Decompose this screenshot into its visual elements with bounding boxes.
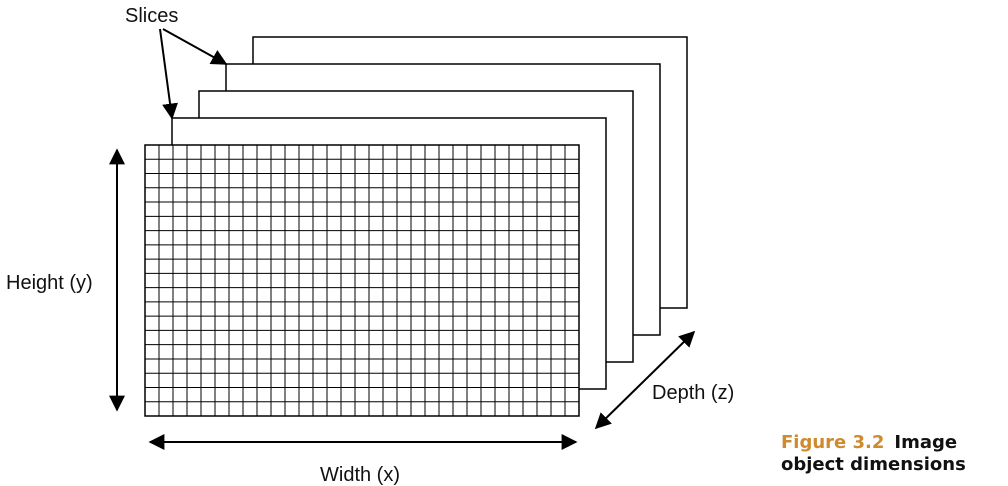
figure-caption: Figure 3.2 Image object dimensions [781, 432, 966, 476]
caption-text-line2: object dimensions [781, 454, 966, 475]
slices-pointer-arrow-lower [159, 28, 179, 120]
figure-number: Figure 3.2 [781, 432, 885, 453]
grid-lines [145, 145, 579, 416]
depth-label: Depth (z) [652, 382, 734, 404]
slices-pointer-arrow-upper [162, 28, 228, 65]
caption-text-line1: Image [894, 432, 958, 453]
slices-label: Slices [125, 5, 178, 27]
height-label: Height (y) [6, 272, 93, 294]
width-label: Width (x) [320, 464, 400, 486]
front-slice-grid [144, 144, 580, 417]
front-slice [144, 144, 580, 417]
depth-arrow [594, 330, 696, 430]
